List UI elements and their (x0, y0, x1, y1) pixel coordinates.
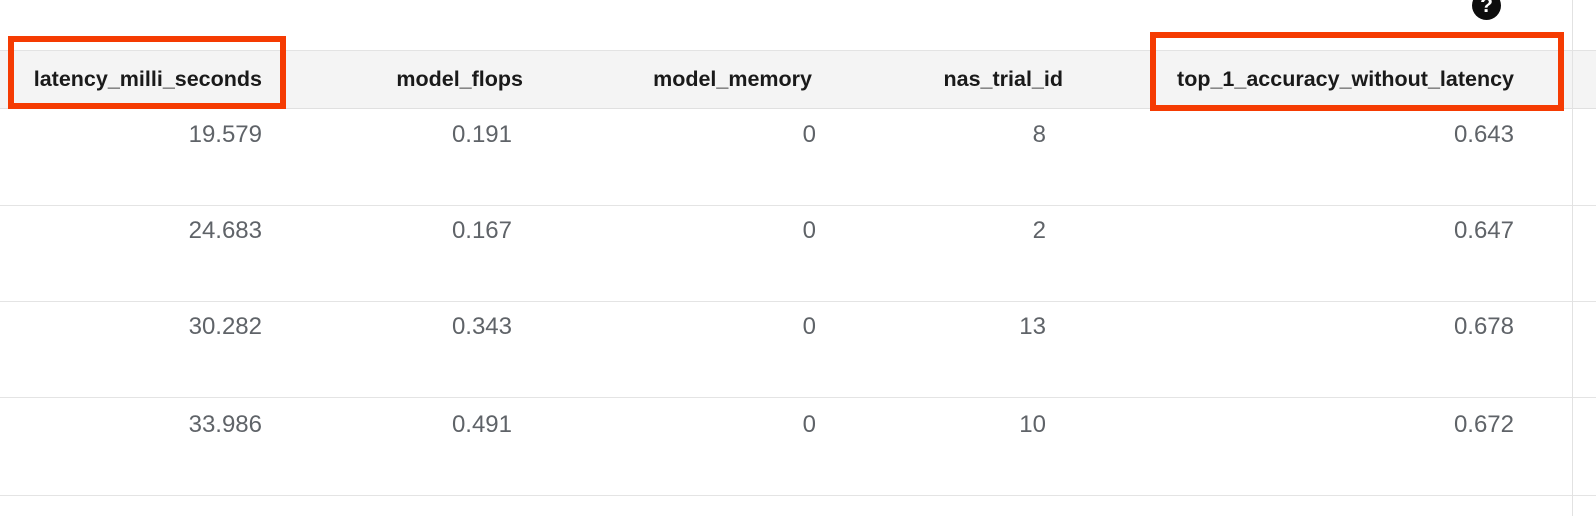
cell-latency-milli-seconds: 33.986 (188, 411, 262, 438)
table-row[interactable]: 24.683 0.167 0 2 0.647 (0, 206, 1596, 302)
table-row[interactable]: 30.282 0.343 0 13 0.678 (0, 302, 1596, 398)
column-header-nas-trial-id[interactable]: nas_trial_id (943, 67, 1064, 91)
cell-model-memory: 0 (802, 411, 816, 438)
column-header-model-flops[interactable]: model_flops (396, 67, 523, 91)
cell-nas-trial-id: 10 (1019, 411, 1046, 438)
column-header-model-memory[interactable]: model_memory (653, 67, 812, 91)
column-header-top-1-accuracy-without-latency[interactable]: top_1_accuracy_without_latency (1177, 67, 1514, 91)
cell-top-1-accuracy-without-latency: 0.647 (1453, 217, 1514, 244)
cell-model-memory: 0 (802, 121, 816, 148)
cell-top-1-accuracy-without-latency: 0.643 (1453, 121, 1514, 148)
cell-nas-trial-id: 2 (1032, 217, 1046, 244)
cell-latency-milli-seconds: 24.683 (188, 217, 262, 244)
cell-model-flops: 0.191 (451, 121, 512, 148)
cell-latency-milli-seconds: 19.579 (188, 121, 262, 148)
help-icon[interactable]: ? (1472, 0, 1501, 20)
cell-nas-trial-id: 8 (1032, 121, 1046, 148)
table-row[interactable]: 33.986 0.491 0 10 0.672 (0, 400, 1596, 496)
cell-model-flops: 0.167 (451, 217, 512, 244)
column-header-latency-milli-seconds[interactable]: latency_milli_seconds (33, 67, 262, 91)
column-divider-right[interactable] (1572, 0, 1573, 516)
cell-model-flops: 0.343 (451, 313, 512, 340)
cell-nas-trial-id: 13 (1019, 313, 1046, 340)
table-header-row: latency_milli_seconds model_flops model_me… (0, 50, 1596, 109)
cell-top-1-accuracy-without-latency: 0.678 (1453, 313, 1514, 340)
cell-latency-milli-seconds: 30.282 (188, 313, 262, 340)
table-row[interactable]: 19.579 0.191 0 8 0.643 (0, 110, 1596, 206)
cell-model-memory: 0 (802, 313, 816, 340)
cell-top-1-accuracy-without-latency: 0.672 (1453, 411, 1514, 438)
cell-model-flops: 0.491 (451, 411, 512, 438)
cell-model-memory: 0 (802, 217, 816, 244)
